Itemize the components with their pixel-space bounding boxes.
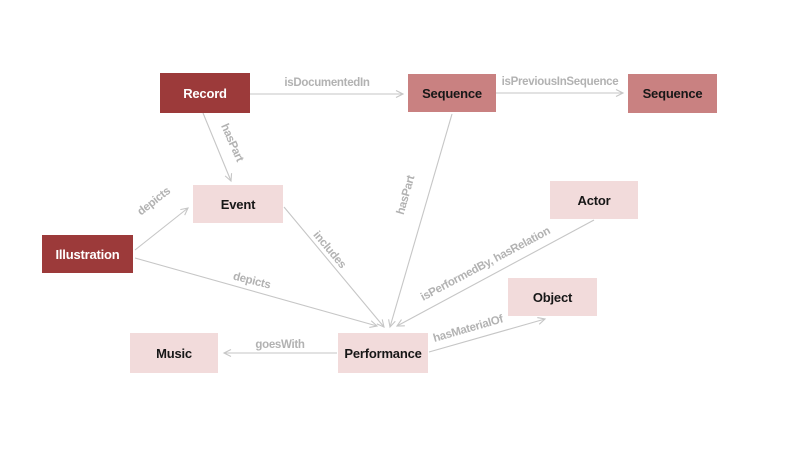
edge-label-includes: includes [310, 229, 348, 271]
edge-performance-object [428, 317, 547, 353]
node-sequence-1[interactable]: Sequence [408, 74, 496, 112]
edge-label-ispreviousinsequence: isPreviousInSequence [502, 76, 619, 88]
edge-label-isdocumentedin: isDocumentedIn [284, 77, 370, 89]
edge-record-event [202, 112, 233, 183]
node-music-label: Music [156, 345, 192, 361]
node-event[interactable]: Event [193, 185, 283, 223]
edge-label-haspart-record: hasPart [218, 122, 245, 164]
edge-label-haspart-sequence: hasPart [395, 174, 418, 216]
edge-event-performance [283, 206, 385, 328]
node-event-label: Event [220, 196, 256, 212]
edge-label-goeswith: goesWith [255, 339, 305, 351]
node-object-label: Object [532, 289, 573, 305]
edge-illustration-event [134, 207, 189, 251]
node-sequence-2[interactable]: Sequence [628, 74, 717, 113]
node-illustration[interactable]: Illustration [42, 235, 133, 273]
edge-illustration-performance [134, 257, 379, 329]
edge-actor-performance [395, 219, 595, 327]
node-illustration-label: Illustration [55, 246, 120, 262]
node-actor[interactable]: Actor [550, 181, 638, 219]
edge-sequence1-performance [388, 113, 453, 329]
edge-label-depicts-event: depicts [135, 185, 172, 218]
node-object[interactable]: Object [508, 278, 597, 316]
node-sequence-2-label: Sequence [642, 86, 703, 101]
node-record-label: Record [183, 85, 227, 101]
node-sequence-1-label: Sequence [422, 85, 482, 101]
node-performance-label: Performance [344, 345, 422, 361]
node-record[interactable]: Record [160, 73, 250, 113]
node-performance[interactable]: Performance [338, 333, 428, 373]
edge-label-hasmaterialof: hasMaterialOf [432, 313, 505, 345]
edge-label-depicts-performance: depicts [232, 271, 272, 292]
node-actor-label: Actor [577, 192, 611, 208]
node-music[interactable]: Music [130, 333, 218, 373]
